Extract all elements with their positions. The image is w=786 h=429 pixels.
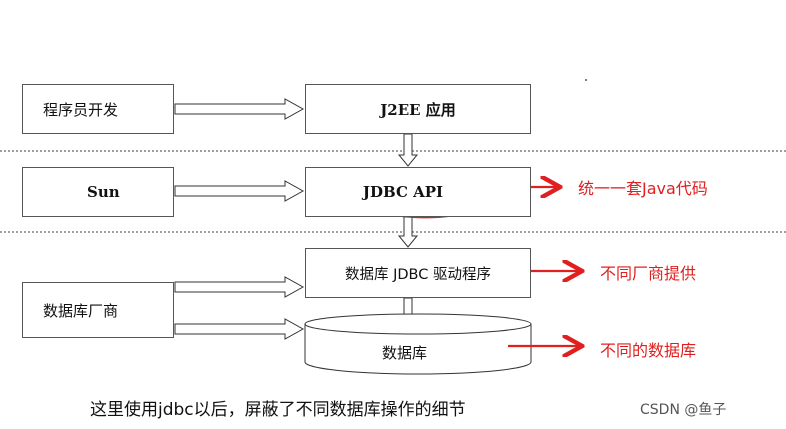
box-db-vendor: 数据库厂商 xyxy=(22,282,174,338)
box-programmer-dev-label: 程序员开发 xyxy=(43,100,119,119)
box-jdbc-api: JDBC API xyxy=(305,167,531,217)
stray-dot xyxy=(585,79,587,81)
caption: 这里使用jdbc以后，屏蔽了不同数据库操作的细节 xyxy=(90,400,466,420)
box-jdbc-driver-label: 数据库 JDBC 驱动程序 xyxy=(345,266,491,283)
box-sun-label: Sun xyxy=(87,183,120,201)
arrow-vendor-to-db xyxy=(174,318,305,340)
watermark: CSDN @鱼子 xyxy=(640,402,727,418)
box-j2ee-app: J2EE 应用 xyxy=(305,84,531,134)
arrow-api-to-driver xyxy=(397,216,419,248)
box-db-vendor-label: 数据库厂商 xyxy=(43,301,119,320)
arrow-vendor-to-driver xyxy=(174,276,305,298)
arrow-sun-to-api xyxy=(174,180,305,202)
box-sun: Sun xyxy=(22,167,174,217)
annotation-different-db: 不同的数据库 xyxy=(600,341,697,360)
annotation-vendor-provided: 不同厂商提供 xyxy=(600,264,697,283)
box-jdbc-driver: 数据库 JDBC 驱动程序 xyxy=(305,248,531,298)
arrow-app-to-api xyxy=(397,133,419,167)
box-jdbc-api-label: JDBC API xyxy=(362,183,444,201)
arrow-dev-to-app xyxy=(174,98,305,120)
box-j2ee-app-label: J2EE 应用 xyxy=(380,100,456,119)
box-programmer-dev: 程序员开发 xyxy=(22,84,174,134)
database-label: 数据库 xyxy=(382,344,428,362)
annotation-unified-java: 统一一套Java代码 xyxy=(578,179,708,198)
database-cylinder xyxy=(304,313,532,375)
